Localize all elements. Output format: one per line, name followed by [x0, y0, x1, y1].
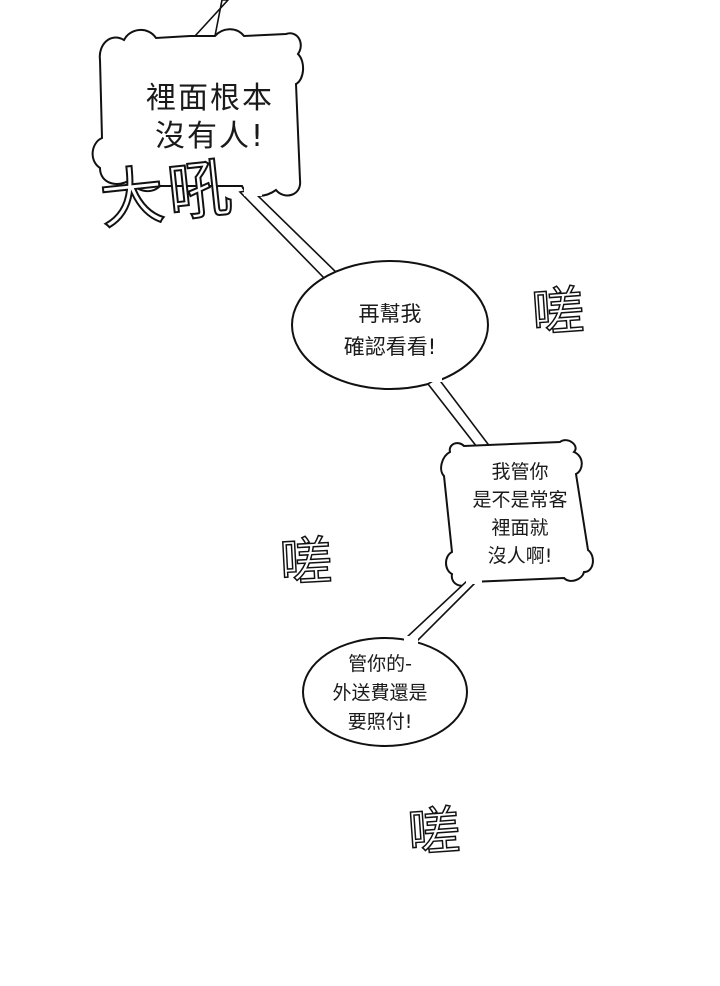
bubble-2-text: 再幫我 確認看看! [300, 298, 480, 364]
bubble-3-text: 我管你 是不是常客 裡面就 沒人啊! [445, 458, 595, 570]
bubble-1-shape [91, 28, 304, 197]
bubble-3-line-1: 我管你 [491, 461, 549, 483]
bubble-4-line-3: 要照付! [347, 711, 413, 733]
bubble-4-shape [302, 637, 468, 747]
bubble-2-shape [291, 260, 489, 390]
bubble-3-line-3: 裡面就 [491, 517, 549, 539]
bubble-3-shape [440, 439, 594, 587]
sfx-mutter-2: 嗟 [278, 531, 335, 595]
bubble-1-line-1: 裡面根本 [146, 81, 274, 116]
bubble-1-line-2: 沒有人! [154, 119, 266, 154]
bubble-3-line-2: 是不是常客 [472, 489, 568, 511]
tail-1-to-2 [238, 189, 342, 283]
bubble-4-line-1: 管你的- [348, 653, 412, 675]
bubble-4-line-2: 外送費還是 [332, 682, 428, 704]
sfx-mutter-3: 嗟 [405, 801, 463, 866]
tail-3-to-4 [404, 579, 480, 643]
bubble-4-text: 管你的- 外送費還是 要照付! [300, 650, 460, 737]
bubble-2-line-2: 確認看看! [343, 335, 437, 359]
bubble-2-line-1: 再幫我 [358, 302, 422, 326]
sfx-mutter-1: 嗟 [529, 281, 587, 346]
bubble-1-text: 裡面根本 沒有人! [110, 80, 310, 156]
bubble-3-line-4: 沒人啊! [487, 545, 553, 567]
sfx-shout: 大吼 [96, 150, 241, 240]
